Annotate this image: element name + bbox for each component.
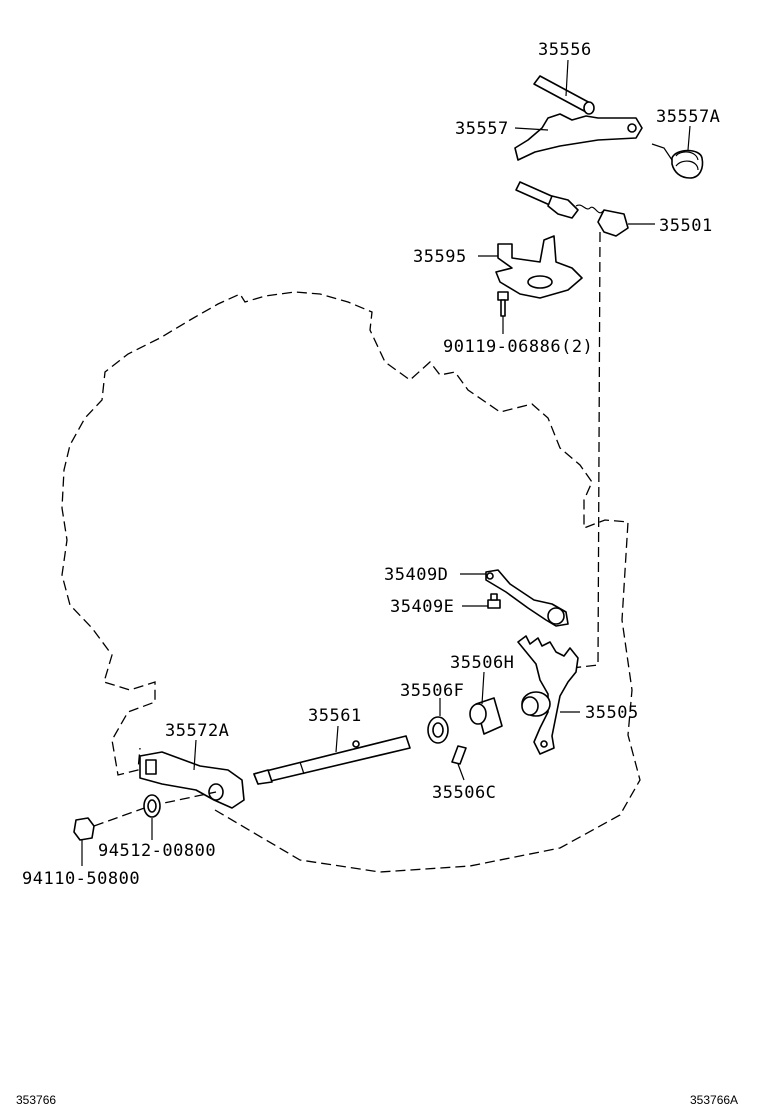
label-35557: 35557	[455, 119, 509, 139]
label-35505: 35505	[585, 703, 639, 723]
label-35572A: 35572A	[165, 721, 229, 741]
bolt-90119-part	[497, 291, 509, 317]
label-35557A: 35557A	[656, 107, 720, 127]
arm-35572A-part	[139, 751, 245, 809]
label-35561: 35561	[308, 706, 362, 726]
label-35556: 35556	[538, 40, 592, 60]
label-35506F: 35506F	[400, 681, 464, 701]
label-35506C: 35506C	[432, 783, 496, 803]
spring-35557A-part	[651, 143, 704, 179]
label-90119-06886: 90119-06886(2)	[443, 337, 593, 357]
label-35409D: 35409D	[384, 565, 448, 585]
link-dashed-line	[571, 231, 601, 669]
footer-left-code: 353766	[16, 1093, 56, 1107]
label-94512-00800: 94512-00800	[98, 841, 216, 861]
pin-35556-part	[533, 75, 595, 115]
bushing-35506H-part	[469, 697, 503, 735]
transmission-case-outline	[61, 291, 641, 873]
bolt-35409E-part	[487, 593, 501, 609]
label-94110-50800: 94110-50800	[22, 869, 140, 889]
footer-right-code: 353766A	[690, 1093, 738, 1107]
nut-94110-part	[73, 817, 95, 841]
cable-35501-part	[515, 181, 629, 237]
label-35501: 35501	[659, 216, 713, 236]
shaft-35561-part	[253, 735, 411, 785]
label-35409E: 35409E	[390, 597, 454, 617]
label-35595: 35595	[413, 247, 467, 267]
seal-35506F-part	[427, 716, 449, 744]
lever-35409D-part	[485, 569, 569, 627]
pin-35506C-part	[451, 745, 467, 765]
label-35506H: 35506H	[450, 653, 514, 673]
bracket-35595-part	[495, 235, 583, 299]
detent-plate-35505-part	[517, 635, 579, 755]
lever-35557-part	[514, 113, 643, 161]
washer-94512-part	[143, 794, 161, 818]
